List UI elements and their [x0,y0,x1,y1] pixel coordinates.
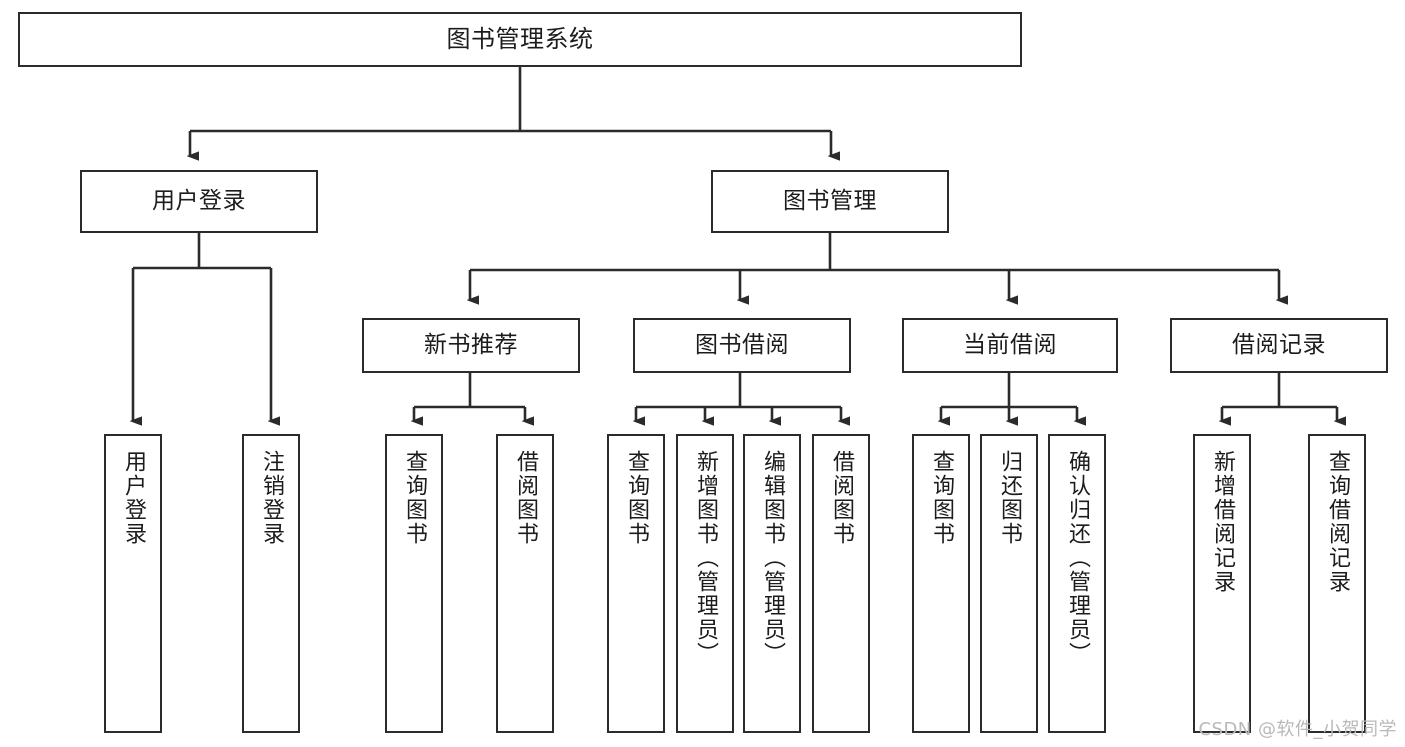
node-new-book-recommend[interactable]: 新书推荐 [362,318,580,373]
node-root-system[interactable]: 图书管理系统 [18,12,1022,67]
leaf-book-borrow-add[interactable]: 新增图书（管理员） [676,434,734,733]
node-label: 注销登录 [258,450,284,546]
node-label: 新增借阅记录 [1209,450,1235,594]
node-user-login[interactable]: 用户登录 [80,170,318,233]
leaf-current-borrow-confirm[interactable]: 确认归还（管理员） [1048,434,1106,733]
node-label: 查询图书 [928,450,954,546]
node-label: 查询图书 [401,450,427,546]
node-label: 借阅图书 [828,450,854,546]
node-label: 编辑图书（管理员） [759,450,785,666]
node-label: 当前借阅 [963,331,1057,358]
leaf-book-borrow-edit[interactable]: 编辑图书（管理员） [743,434,801,733]
node-label: 图书管理系统 [446,25,594,54]
leaf-book-borrow-borrow[interactable]: 借阅图书 [812,434,870,733]
node-label: 确认归还（管理员） [1064,450,1090,666]
leaf-new-book-borrow[interactable]: 借阅图书 [496,434,554,733]
leaf-user-login-login[interactable]: 用户登录 [104,434,162,733]
node-borrow-record[interactable]: 借阅记录 [1170,318,1388,373]
node-label: 归还图书 [996,450,1022,546]
leaf-borrow-record-add[interactable]: 新增借阅记录 [1193,434,1251,733]
node-label: 图书借阅 [695,331,789,358]
leaf-book-borrow-query[interactable]: 查询图书 [607,434,665,733]
node-current-borrow[interactable]: 当前借阅 [902,318,1118,373]
node-book-borrow[interactable]: 图书借阅 [633,318,851,373]
node-label: 查询借阅记录 [1324,450,1350,594]
node-label: 用户登录 [152,187,246,214]
leaf-user-login-logout[interactable]: 注销登录 [242,434,300,733]
leaf-current-borrow-query[interactable]: 查询图书 [912,434,970,733]
leaf-borrow-record-query[interactable]: 查询借阅记录 [1308,434,1366,733]
node-label: 借阅记录 [1232,331,1326,358]
node-label: 新增图书（管理员） [692,450,718,666]
node-label: 新书推荐 [424,331,518,358]
leaf-current-borrow-return[interactable]: 归还图书 [980,434,1038,733]
node-book-management[interactable]: 图书管理 [711,170,949,233]
node-label: 用户登录 [120,450,146,546]
node-label: 查询图书 [623,450,649,546]
leaf-new-book-query[interactable]: 查询图书 [385,434,443,733]
node-label: 图书管理 [783,187,877,214]
node-label: 借阅图书 [512,450,538,546]
